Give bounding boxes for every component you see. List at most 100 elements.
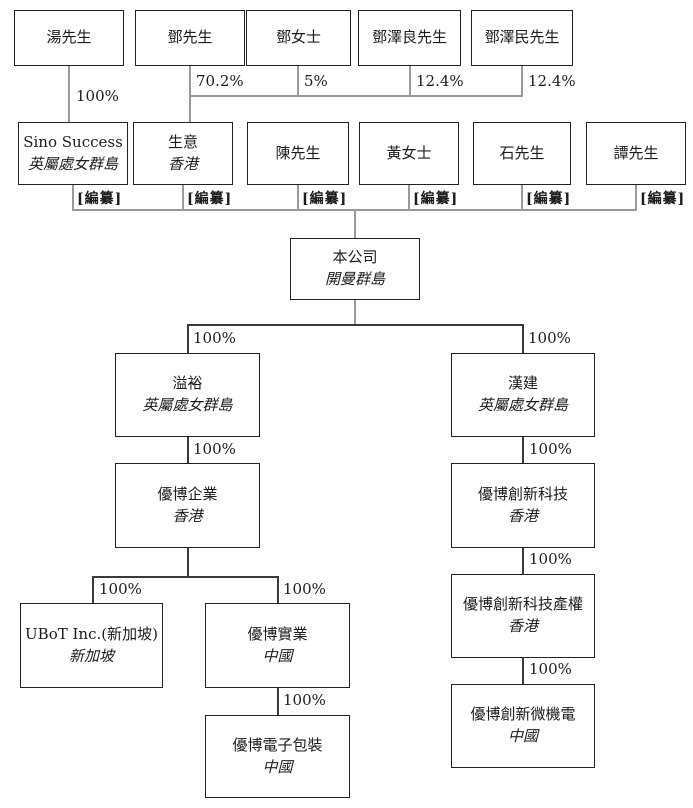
redaction-label: [編纂] xyxy=(640,191,686,207)
connector-line xyxy=(187,324,524,326)
entity-box-tam: 譚先生 xyxy=(586,122,686,185)
entity-box-sang-yi: 生意香港 xyxy=(133,122,233,185)
entity-name: 優博創新科技 xyxy=(477,484,568,503)
connector-line xyxy=(409,66,411,97)
ownership-percentage-label: 100% xyxy=(529,440,572,458)
entity-box-ubot-singapore: UBoT Inc.(新加坡) 新加坡 xyxy=(20,603,163,688)
entity-box-hon-kin: 漢建英屬處女群島 xyxy=(451,353,595,437)
redaction-label: [編纂] xyxy=(526,191,572,207)
entity-name: 鄧澤民先生 xyxy=(484,28,560,47)
entity-jurisdiction: 香港 xyxy=(167,154,198,173)
entity-box-yat-yu: 溢裕英屬處女群島 xyxy=(115,353,260,437)
connector-line xyxy=(68,66,70,122)
entity-name: 優博企業 xyxy=(157,484,218,503)
entity-box-ubot-mems: 優博創新微機電中國 xyxy=(451,684,595,768)
entity-jurisdiction: 英屬處女群島 xyxy=(142,396,233,414)
connector-line xyxy=(72,185,74,211)
entity-name: 生意 xyxy=(167,132,198,151)
entity-jurisdiction: 中國 xyxy=(507,727,538,745)
entity-jurisdiction: 中國 xyxy=(262,646,293,665)
entity-name: 石先生 xyxy=(499,143,545,162)
entity-jurisdiction: 香港 xyxy=(507,506,538,525)
ownership-percentage-label: 12.4% xyxy=(416,72,464,90)
connector-line xyxy=(277,688,279,715)
entity-name: 優博創新科技產權 xyxy=(462,595,583,614)
entity-name: UBoT Inc.(新加坡) xyxy=(25,624,158,643)
connector-line xyxy=(187,548,189,577)
ownership-percentage-label: 100% xyxy=(283,580,326,598)
entity-name: Sino Success xyxy=(23,132,123,151)
entity-jurisdiction: 中國 xyxy=(262,757,293,776)
ownership-percentage-label: 100% xyxy=(529,550,572,568)
entity-name: 湯先生 xyxy=(46,28,92,47)
connector-line xyxy=(522,437,524,463)
entity-box-company: 本公司開曼群島 xyxy=(290,238,420,300)
connector-line xyxy=(187,324,189,353)
ownership-percentage-label: 100% xyxy=(193,329,236,347)
entity-box-ubot-innotech: 優博創新科技香港 xyxy=(451,463,595,548)
ownership-percentage-label: 100% xyxy=(99,580,142,598)
connector-line xyxy=(522,658,524,684)
entity-jurisdiction: 新加坡 xyxy=(68,646,114,665)
ownership-percentage-label: 100% xyxy=(76,87,119,105)
entity-box-tang-chak-man: 鄧澤民先生 xyxy=(471,10,573,66)
entity-box-sino-success: Sino Success 英屬處女群島 xyxy=(18,122,128,185)
ownership-percentage-label: 70.2% xyxy=(196,72,244,90)
connector-line xyxy=(521,66,523,97)
entity-name: 譚先生 xyxy=(613,143,659,162)
entity-box-tang-ms: 鄧女士 xyxy=(246,10,351,66)
ownership-percentage-label: 5% xyxy=(304,72,328,90)
entity-name: 溢裕 xyxy=(172,374,203,393)
ownership-percentage-label: 100% xyxy=(529,660,572,678)
entity-box-ubot-enterprise: 優博企業香港 xyxy=(115,463,260,548)
entity-box-ubot-epackaging: 優博電子包裝中國 xyxy=(205,715,350,798)
entity-box-tong: 湯先生 xyxy=(14,10,124,66)
entity-jurisdiction: 香港 xyxy=(172,506,203,525)
connector-line xyxy=(277,576,279,603)
entity-name: 優博實業 xyxy=(247,624,308,643)
connector-line xyxy=(521,185,523,211)
entity-box-ubot-industrial: 優博實業中國 xyxy=(205,603,350,688)
ownership-percentage-label: 100% xyxy=(528,329,571,347)
connector-line xyxy=(297,66,299,97)
entity-name: 黃女士 xyxy=(386,143,432,162)
entity-jurisdiction: 英屬處女群島 xyxy=(477,396,568,414)
ownership-percentage-label: 100% xyxy=(283,691,326,709)
connector-line xyxy=(522,324,524,353)
ownership-percentage-label: 12.4% xyxy=(528,72,576,90)
entity-name: 鄧先生 xyxy=(167,28,213,47)
connector-line xyxy=(189,66,191,122)
connector-line xyxy=(354,300,356,325)
entity-name: 鄧女士 xyxy=(275,28,321,47)
entity-box-tang: 鄧先生 xyxy=(135,10,245,66)
entity-name: 優博創新微機電 xyxy=(470,705,576,724)
redaction-label: [編纂] xyxy=(77,191,123,207)
entity-name: 陳先生 xyxy=(275,143,321,162)
entity-name: 本公司 xyxy=(332,248,378,267)
connector-line xyxy=(354,209,356,238)
entity-jurisdiction: 香港 xyxy=(507,617,538,635)
entity-box-wong: 黃女士 xyxy=(359,122,459,185)
entity-box-tang-chak-leung: 鄧澤良先生 xyxy=(358,10,461,66)
ownership-percentage-label: 100% xyxy=(193,440,236,458)
connector-line xyxy=(92,576,279,578)
redaction-label: [編纂] xyxy=(413,191,459,207)
redaction-label: [編纂] xyxy=(302,191,348,207)
entity-box-shek: 石先生 xyxy=(473,122,571,185)
connector-line xyxy=(297,185,299,211)
entity-jurisdiction: 英屬處女群島 xyxy=(27,154,118,173)
connector-line xyxy=(522,548,524,574)
entity-name: 優博電子包裝 xyxy=(232,735,323,754)
connector-line xyxy=(635,185,637,211)
connector-line xyxy=(92,576,94,603)
connector-line xyxy=(182,185,184,211)
entity-name: 漢建 xyxy=(507,374,538,393)
entity-box-ubot-ip: 優博創新科技產權香港 xyxy=(451,574,595,658)
connector-line xyxy=(187,437,189,463)
connector-line xyxy=(408,185,410,211)
entity-jurisdiction: 開曼群島 xyxy=(324,270,385,288)
connector-line xyxy=(189,95,523,97)
entity-name: 鄧澤良先生 xyxy=(371,28,447,47)
redaction-label: [編纂] xyxy=(187,191,233,207)
